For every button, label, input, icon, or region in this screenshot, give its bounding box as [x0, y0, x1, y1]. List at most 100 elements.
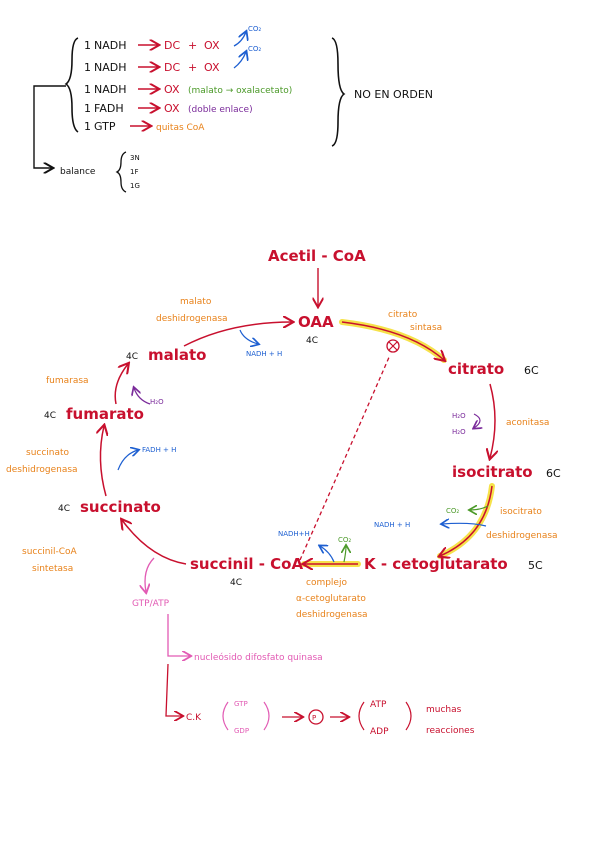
gtp-atp-label: GTP/ATP	[132, 599, 170, 609]
acetil-coa-label: Acetil - CoA	[268, 247, 366, 265]
succinato-dh-1: succinato	[26, 448, 70, 458]
row4-ox: OX	[164, 102, 180, 115]
balance-connector	[33, 85, 66, 168]
row4-note: (doble enlace)	[188, 105, 253, 115]
row2-plus: +	[188, 61, 197, 74]
succinato-carbons: 4C	[58, 504, 70, 514]
citrato-carbons: 6C	[524, 364, 539, 377]
malato-dh-2: deshidrogenasa	[156, 314, 228, 324]
nadh-malato: NADH + H	[246, 350, 282, 358]
malato-label: malato	[148, 346, 207, 364]
summary-list: 1 NADH DC + OX CO₂ 1 NADH DC + OX CO₂ 1 …	[33, 25, 433, 193]
feedback-dashed-line	[299, 354, 391, 561]
h2o-swap-arrow	[474, 413, 480, 428]
atp-adp-close	[405, 701, 412, 731]
co2-iso-arrow	[470, 506, 489, 510]
malato-dh-1: malato	[180, 297, 212, 307]
citrato-sintasa-1: citrato	[388, 310, 418, 320]
co2-iso: CO₂	[446, 507, 459, 515]
citrato-label: citrato	[448, 360, 504, 378]
balance-g: 1G	[130, 182, 140, 190]
oaa-to-citrato-arrow	[341, 321, 444, 360]
row2-ox: OX	[204, 61, 220, 74]
isocitrato-dh-1: isocitrato	[500, 507, 542, 517]
iso-k-highlight	[437, 483, 495, 559]
succinato-dh-2: deshidrogenasa	[6, 465, 78, 475]
row3-note: (malato → oxalacetato)	[188, 86, 292, 96]
nadh-k: NADH+H	[278, 530, 310, 538]
isocitrato-to-k-arrow	[440, 485, 493, 556]
complejo-3: deshidrogenasa	[296, 610, 368, 620]
ck-label: C.K	[186, 713, 202, 723]
row2-co2: CO₂	[248, 45, 261, 53]
gtp-gdp-close	[263, 701, 270, 731]
h2o-fum-arrow	[134, 388, 151, 405]
succinil-to-succinato-arrow	[122, 520, 187, 565]
oaa-carbons: 4C	[306, 336, 318, 346]
atp-adp-bracket	[358, 701, 365, 731]
row2-count: 1	[84, 61, 91, 74]
row5-count: 1	[84, 120, 91, 133]
fumarato-to-malato-arrow	[114, 364, 128, 405]
ck-gtp: GTP	[234, 700, 248, 708]
succinil-coa-carbons: 4C	[230, 578, 242, 588]
fumarasa-label: fumarasa	[46, 376, 89, 386]
complejo-1: complejo	[306, 578, 347, 588]
gtp-gdp-bracket	[222, 701, 229, 731]
gtp-to-nucleosido-line	[167, 614, 190, 656]
succinato-to-fumarato-arrow	[100, 426, 106, 497]
muchas-label: muchas	[426, 705, 462, 715]
fadh-label: FADH + H	[142, 446, 176, 454]
nucleosido-label: nucleósido difosfato quinasa	[194, 652, 323, 663]
malato-to-oaa-arrow	[183, 322, 292, 347]
row1-dc: DC	[164, 39, 180, 52]
ck-gdp: GDP	[234, 727, 249, 735]
row1-name: NADH	[94, 39, 127, 52]
row5-note: quitas CoA	[156, 123, 205, 133]
isocitrato-carbons: 6C	[546, 467, 561, 480]
row1-count: 1	[84, 39, 91, 52]
row1-plus: +	[188, 39, 197, 52]
succinil-sintetasa-1: succinil-CoA	[22, 547, 78, 557]
row1-ox: OX	[204, 39, 220, 52]
fumarato-label: fumarato	[66, 405, 144, 423]
nadh-malato-arrow	[239, 329, 258, 344]
row1-co2: CO₂	[248, 25, 261, 33]
row3-name: NADH	[94, 83, 127, 96]
oaa-label: OAA	[298, 313, 334, 331]
balance-n: 3N	[130, 154, 140, 162]
nadh-k-arrow	[320, 546, 335, 563]
k-cetoglutarato-carbons: 5C	[528, 559, 543, 572]
k-cetoglutarato-label: K - cetoglutarato	[364, 555, 508, 573]
inhibition-icon	[386, 339, 400, 353]
krebs-cycle: Acetil - CoA OAA 4C citrato sintasa citr…	[6, 247, 561, 620]
inhibition-x	[388, 341, 398, 351]
nadh-iso-arrow	[442, 523, 487, 526]
co2-k-arrow	[344, 546, 346, 563]
aconitasa-label: aconitasa	[506, 418, 549, 428]
co2-k: CO₂	[338, 536, 351, 544]
isocitrato-dh-2: deshidrogenasa	[486, 531, 558, 541]
row5-name: GTP	[94, 120, 116, 133]
balance-label: balance	[60, 167, 96, 177]
row2-co2-arrow	[233, 52, 246, 69]
row3-count: 1	[84, 83, 91, 96]
nadh-iso: NADH + H	[374, 521, 410, 529]
left-brace	[64, 37, 79, 133]
to-ck-line	[165, 663, 182, 716]
gtp-atp-section: GTP/ATP nucleósido difosfato quinasa C.K…	[132, 599, 475, 737]
succinil-sintetasa-2: sintetasa	[32, 564, 73, 574]
row2-dc: DC	[164, 61, 180, 74]
right-brace	[331, 37, 346, 147]
fadh-arrow	[117, 450, 138, 471]
balance-brace	[115, 151, 127, 193]
row2-name: NADH	[94, 61, 127, 74]
no-en-orden-label: NO EN ORDEN	[354, 88, 433, 101]
h2o-in: H₂O	[452, 412, 466, 420]
atp-label: ATP	[370, 700, 387, 710]
adp-label: ADP	[370, 727, 389, 737]
citrato-to-isocitrato-arrow	[490, 383, 495, 458]
succinato-label: succinato	[80, 498, 161, 516]
row4-count: 1	[84, 102, 91, 115]
